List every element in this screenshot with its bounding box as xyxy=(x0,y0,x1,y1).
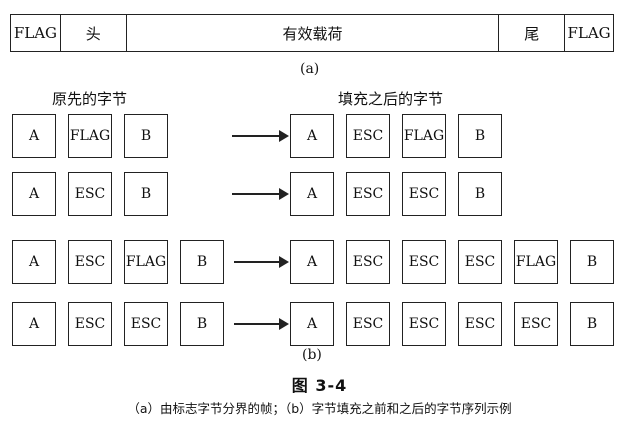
stuffed-byte-cell: A xyxy=(290,172,334,216)
heading-original-bytes: 原先的字节 xyxy=(52,90,128,108)
original-byte-cell: A xyxy=(12,302,56,346)
stuffed-byte-cell: A xyxy=(290,240,334,284)
arrow-icon xyxy=(234,256,289,268)
heading-stuffed-bytes: 填充之后的字节 xyxy=(338,90,444,108)
stuffed-byte-cell: A xyxy=(290,114,334,158)
stuffed-byte-cell: B xyxy=(458,114,502,158)
original-byte-cell: B xyxy=(180,302,224,346)
stuffed-byte-cell: ESC xyxy=(346,240,390,284)
figure-caption: （a）由标志字节分界的帧；（b）字节填充之前和之后的字节序列示例 xyxy=(127,401,512,416)
arrow-icon xyxy=(234,318,289,330)
original-byte-cell: B xyxy=(124,114,168,158)
stuffed-byte-cell: ESC xyxy=(402,302,446,346)
stuffed-byte-cell: ESC xyxy=(458,240,502,284)
stuffed-byte-cell: B xyxy=(570,302,614,346)
stuffed-byte-cell: FLAG xyxy=(514,240,558,284)
sublabel-b: (b) xyxy=(302,347,322,363)
frame-segment-flag-start: FLAG xyxy=(11,15,61,51)
original-byte-cell: ESC xyxy=(68,240,112,284)
stuffed-byte-cell: ESC xyxy=(346,114,390,158)
original-byte-cell: FLAG xyxy=(124,240,168,284)
original-byte-cell: ESC xyxy=(68,172,112,216)
stuffed-byte-cell: ESC xyxy=(458,302,502,346)
frame-segment-header: 头 xyxy=(61,15,127,51)
arrow-icon xyxy=(232,188,289,200)
original-byte-cell: A xyxy=(12,114,56,158)
original-byte-cell: A xyxy=(12,240,56,284)
stuffed-byte-cell: ESC xyxy=(402,172,446,216)
stuffed-byte-cell: ESC xyxy=(346,172,390,216)
original-byte-cell: B xyxy=(180,240,224,284)
stuffed-byte-cell: A xyxy=(290,302,334,346)
stuffed-byte-cell: ESC xyxy=(346,302,390,346)
arrow-icon xyxy=(232,130,289,142)
stuffed-byte-cell: ESC xyxy=(402,240,446,284)
original-byte-cell: ESC xyxy=(124,302,168,346)
original-byte-cell: A xyxy=(12,172,56,216)
stuffed-byte-cell: B xyxy=(458,172,502,216)
stuffed-byte-cell: B xyxy=(570,240,614,284)
frame-segment-trailer: 尾 xyxy=(499,15,566,51)
stuffed-byte-cell: FLAG xyxy=(402,114,446,158)
stuffed-byte-cell: ESC xyxy=(514,302,558,346)
frame-segment-flag-end: FLAG xyxy=(567,24,611,42)
original-byte-cell: FLAG xyxy=(68,114,112,158)
sublabel-a: (a) xyxy=(300,61,320,77)
frame-segment-payload: 有效载荷 xyxy=(127,15,500,51)
original-byte-cell: B xyxy=(124,172,168,216)
figure-number: 图 3-4 xyxy=(291,376,348,395)
original-byte-cell: ESC xyxy=(68,302,112,346)
